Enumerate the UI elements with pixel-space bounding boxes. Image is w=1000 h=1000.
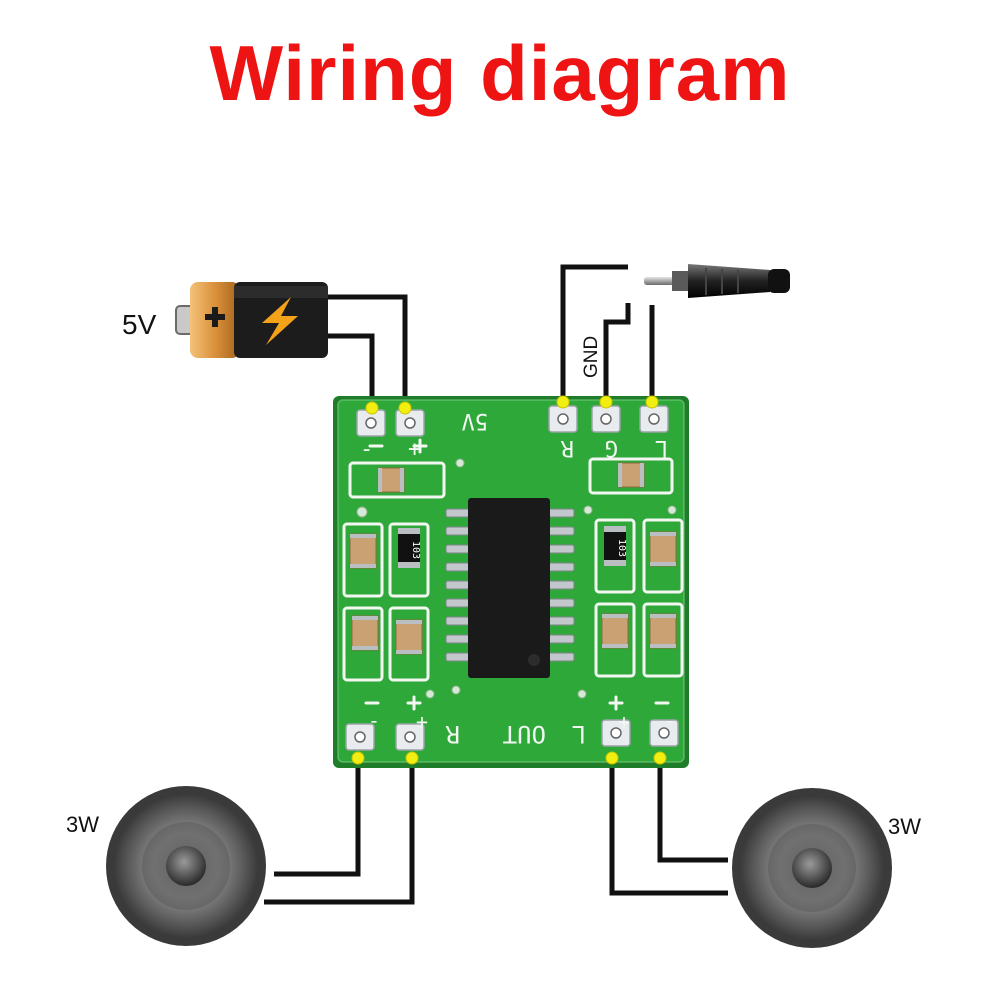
silk-bottom-plus-r: + <box>416 711 428 735</box>
silk-top-l: L <box>655 435 668 460</box>
wire-left-speaker-positive <box>264 758 415 905</box>
silk-bottom-minus-r: - <box>368 711 380 735</box>
battery-voltage-label: 5V <box>122 309 157 340</box>
silk-top-minus: - <box>360 437 373 462</box>
page-title: Wiring diagram <box>209 29 791 117</box>
wires <box>264 264 728 905</box>
wire-battery-positive <box>325 294 408 408</box>
wire-right-speaker-positive <box>609 758 728 896</box>
amplifier-board: 103 103 <box>333 396 689 768</box>
speaker-icon <box>732 788 892 948</box>
speaker-right-power-label: 3W <box>888 814 921 839</box>
silk-bottom-r: R <box>445 720 460 748</box>
wire-jack-right <box>560 264 628 402</box>
battery-icon <box>175 282 328 358</box>
audio-jack-icon <box>644 264 790 298</box>
resistor-marking-right: 103 <box>616 539 627 557</box>
silk-bottom-plus-l: + <box>618 711 630 735</box>
silk-top-plus: + <box>408 437 421 462</box>
silk-top-g: G <box>605 435 618 460</box>
silk-bottom-minus-l: - <box>664 711 676 735</box>
speaker-left-power-label: 3W <box>66 812 99 837</box>
bolt-icon <box>262 297 298 345</box>
resistor-marking-left: 103 <box>410 541 421 559</box>
wire-battery-negative <box>325 333 375 408</box>
amplifier-chip <box>468 498 550 678</box>
speaker-left <box>106 786 266 946</box>
silk-top-5v: 5V <box>462 408 489 433</box>
silk-top-r: R <box>560 435 574 460</box>
wire-left-speaker-negative <box>274 758 361 877</box>
silk-bottom-l: L <box>572 720 586 748</box>
speaker-icon <box>106 786 266 946</box>
speaker-right <box>732 788 892 948</box>
jack-gnd-label: GND <box>581 336 602 378</box>
connection-dots <box>351 395 667 765</box>
wire-right-speaker-negative <box>657 758 728 863</box>
wire-jack-ground <box>603 303 631 402</box>
silk-bottom-out: OUT <box>503 720 546 748</box>
